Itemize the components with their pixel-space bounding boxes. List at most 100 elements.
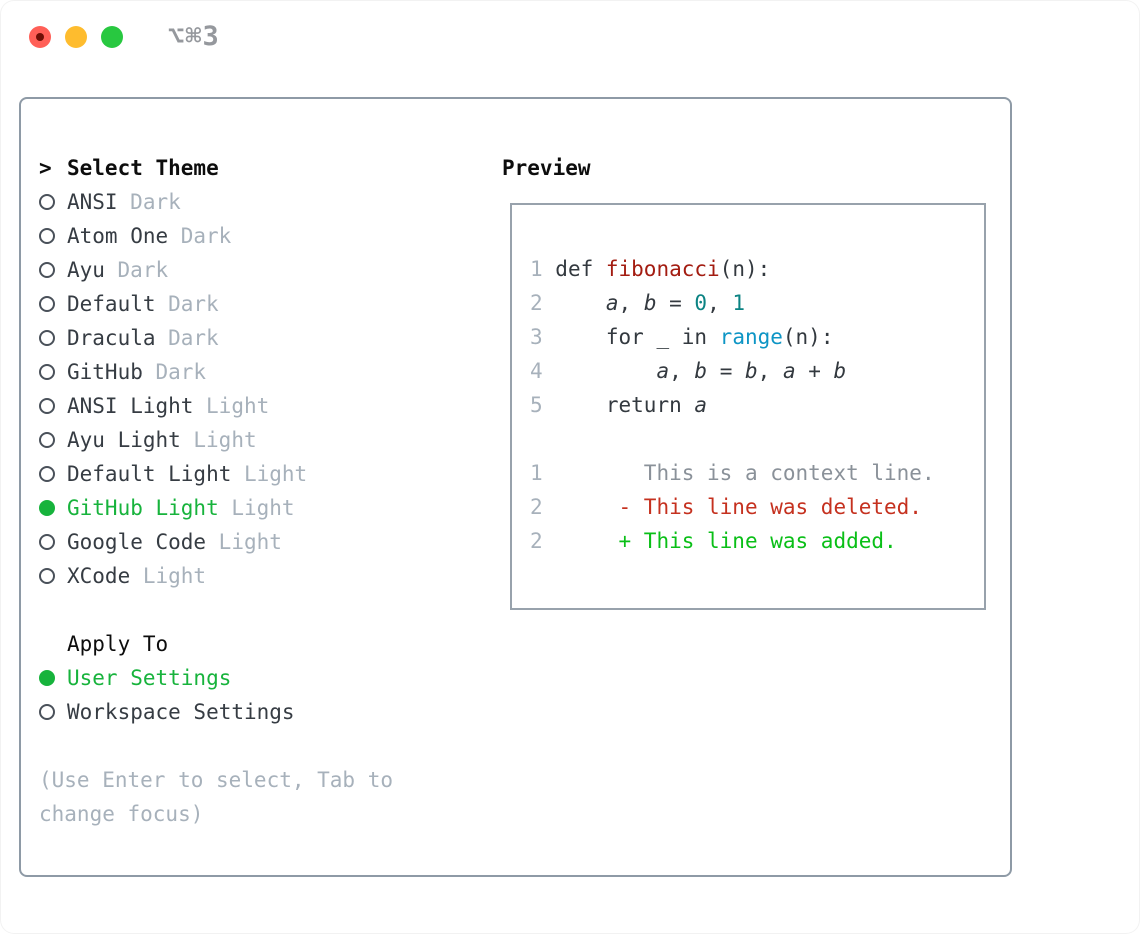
- theme-name: GitHub Light: [67, 496, 219, 520]
- line-number: 4: [530, 359, 556, 383]
- theme-variant-badge: Light: [218, 530, 282, 554]
- radio-unselected-icon: [39, 568, 67, 584]
- theme-variant-badge: Light: [142, 564, 207, 588]
- code-token: fibonacci: [605, 257, 720, 281]
- radio-circle: [39, 364, 55, 380]
- help-text-line-1: (Use Enter to select, Tab to: [39, 768, 394, 792]
- code-token: def: [555, 257, 606, 281]
- spacer: [39, 593, 489, 627]
- theme-name: Ayu: [67, 258, 105, 282]
- theme-option[interactable]: XCode Light: [39, 559, 489, 593]
- radio-unselected-icon: [39, 398, 67, 414]
- apply-to-option[interactable]: User Settings: [39, 661, 489, 695]
- theme-option[interactable]: GitHub Light Light: [39, 491, 489, 525]
- theme-variant-badge: Dark: [155, 360, 207, 384]
- radio-selected-icon: [39, 500, 67, 516]
- theme-name: Atom One: [67, 224, 169, 248]
- radio-unselected-icon: [39, 704, 67, 720]
- radio-unselected-icon: [39, 432, 67, 448]
- code-line: 1 def fibonacci(n):: [530, 252, 984, 286]
- code-line: 2 a, b = 0, 1: [530, 286, 984, 320]
- theme-variant-badge: Dark: [117, 258, 169, 282]
- theme-name: ANSI Light: [67, 394, 194, 418]
- theme-option[interactable]: Dracula Dark: [39, 321, 489, 355]
- apply-to-option[interactable]: Workspace Settings: [39, 695, 489, 729]
- theme-name: Default: [67, 292, 156, 316]
- theme-option[interactable]: Ayu Dark: [39, 253, 489, 287]
- theme-name: GitHub: [67, 360, 143, 384]
- theme-name: Dracula: [67, 326, 156, 350]
- code-token: - This line was deleted.: [555, 495, 922, 519]
- code-token: for _ in: [555, 325, 720, 349]
- minimize-button[interactable]: [65, 26, 87, 48]
- apply-to-header-row: Apply To: [39, 627, 489, 661]
- theme-variant-badge: Light: [206, 394, 270, 418]
- zoom-button[interactable]: [101, 26, 123, 48]
- code-token: (n):: [719, 257, 771, 281]
- theme-variant-badge: Light: [193, 428, 257, 452]
- window-title: ⌥⌘3: [168, 21, 220, 52]
- radio-circle: [39, 330, 55, 346]
- code-blank-line: [530, 422, 984, 456]
- code-token: ,: [669, 359, 695, 383]
- radio-circle: [39, 568, 55, 584]
- code-token: b: [694, 359, 708, 383]
- theme-option[interactable]: Atom One Dark: [39, 219, 489, 253]
- help-text-line-2: change focus): [39, 802, 204, 826]
- preview-title: Preview: [502, 156, 591, 180]
- theme-option[interactable]: GitHub Dark: [39, 355, 489, 389]
- radio-unselected-icon: [39, 534, 67, 550]
- theme-variant-badge: Dark: [168, 326, 219, 350]
- code-token: b: [833, 359, 847, 383]
- theme-variant-badge: Dark: [180, 224, 232, 248]
- radio-circle: [39, 432, 55, 448]
- radio-circle: [39, 534, 55, 550]
- code-line: 2 + This line was added.: [530, 524, 984, 558]
- radio-unselected-icon: [39, 262, 67, 278]
- radio-circle: [39, 194, 55, 210]
- line-number: 2: [530, 529, 556, 553]
- theme-option[interactable]: ANSI Light Light: [39, 389, 489, 423]
- code-token: =: [707, 359, 745, 383]
- radio-circle: [39, 398, 55, 414]
- apply-to-label: Workspace Settings: [67, 700, 295, 724]
- line-number: 1: [530, 257, 556, 281]
- theme-name: XCode: [67, 564, 131, 588]
- code-token: [555, 291, 606, 315]
- code-token: a: [782, 359, 796, 383]
- code-token: [555, 359, 656, 383]
- theme-variant-badge: Light: [243, 462, 308, 486]
- radio-unselected-icon: [39, 296, 67, 312]
- radio-unselected-icon: [39, 194, 67, 210]
- radio-selected-icon: [39, 670, 67, 686]
- code-token: 1: [732, 291, 746, 315]
- code-line: 3 for _ in range(n):: [530, 320, 984, 354]
- code-token: return: [555, 393, 695, 417]
- code-line: 4 a, b = b, a + b: [530, 354, 984, 388]
- code-token: a: [694, 393, 708, 417]
- code-token: a: [656, 359, 670, 383]
- line-number: 5: [530, 393, 556, 417]
- code-line: 1 This is a context line.: [530, 456, 984, 490]
- theme-variant-badge: Light: [231, 496, 295, 520]
- code-token: +: [795, 359, 834, 383]
- select-theme-title: Select Theme: [67, 156, 219, 180]
- close-button[interactable]: [29, 26, 51, 48]
- radio-unselected-icon: [39, 364, 67, 380]
- code-token: + This line was added.: [555, 529, 897, 553]
- code-token: (n):: [782, 325, 834, 349]
- code-line: 2 - This line was deleted.: [530, 490, 984, 524]
- radio-circle: [39, 670, 55, 686]
- code-token: This is a context line.: [555, 461, 935, 485]
- code-token: ,: [757, 359, 783, 383]
- radio-circle: [39, 228, 55, 244]
- titlebar: ⌥⌘3: [0, 0, 1140, 75]
- line-number: 3: [530, 325, 556, 349]
